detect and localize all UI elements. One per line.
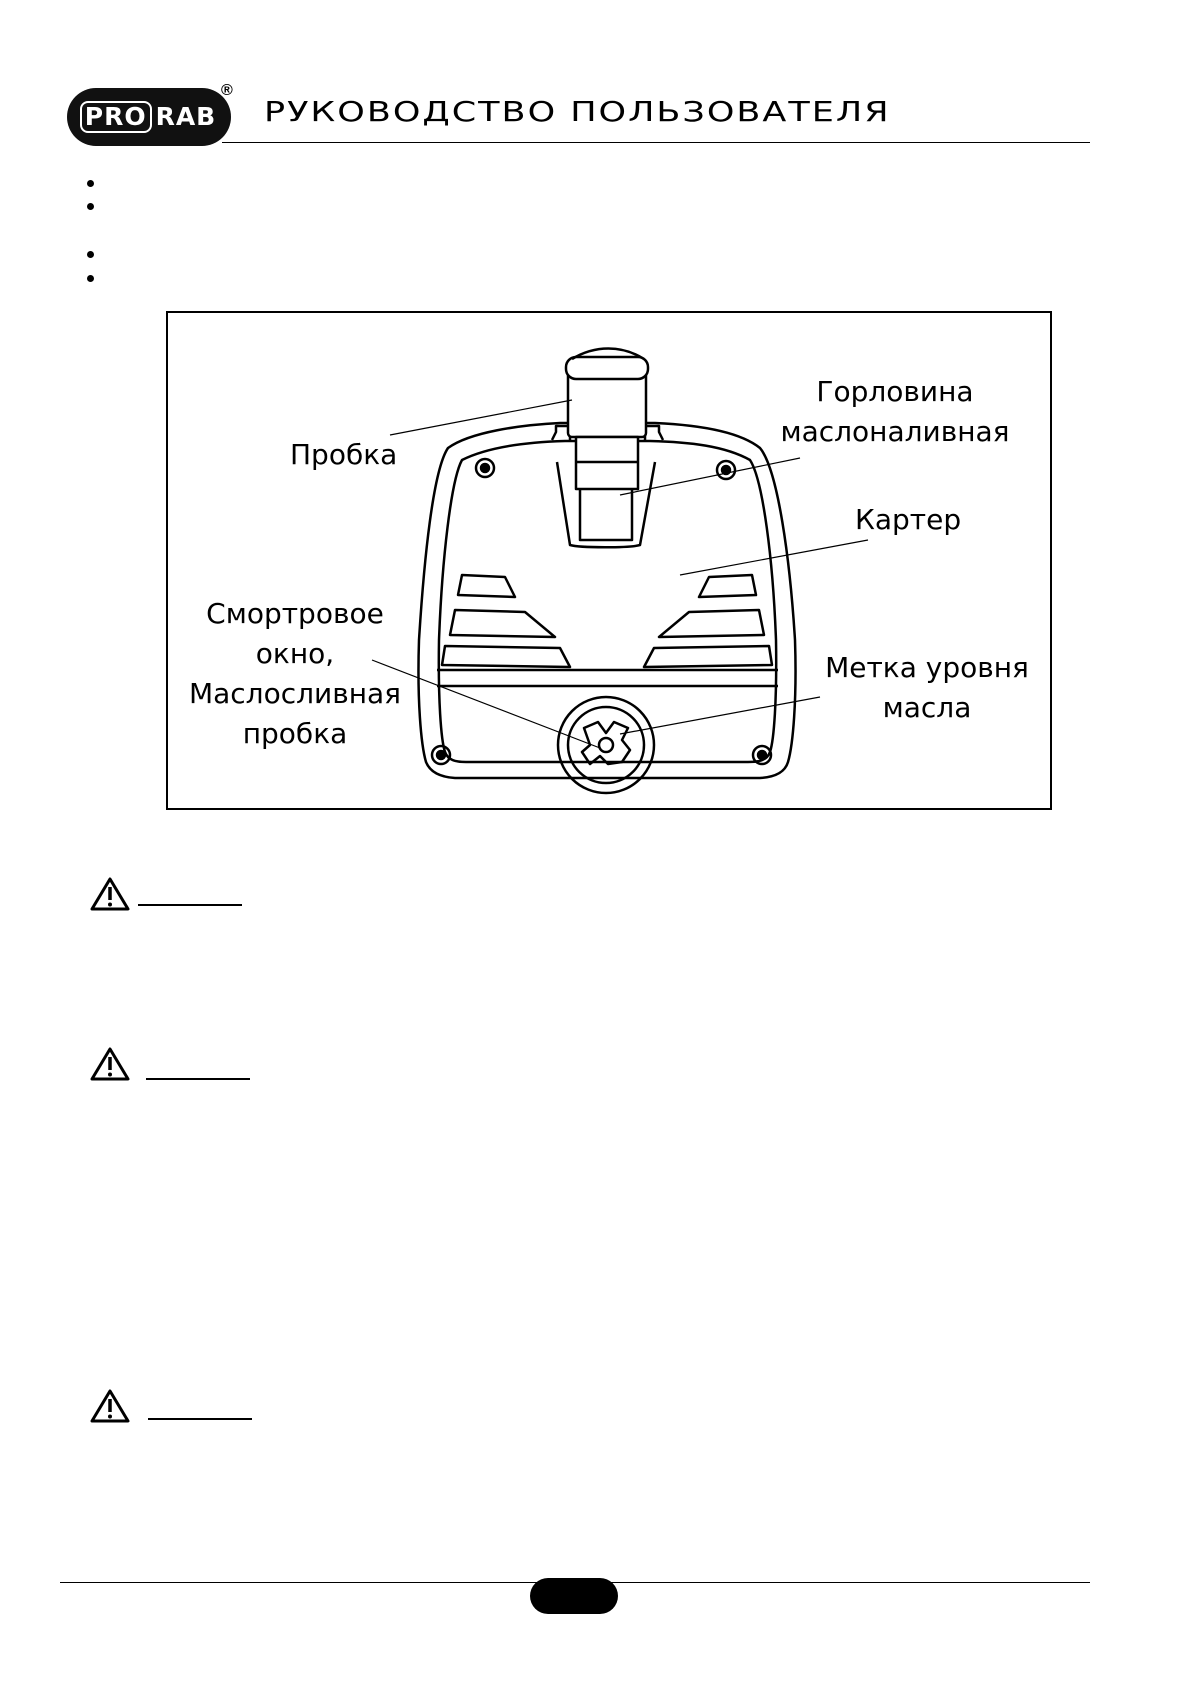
bullet-marker bbox=[87, 251, 94, 258]
warning-triangle-icon bbox=[90, 1389, 130, 1423]
warning-triangle-icon bbox=[90, 877, 130, 911]
label-neck-line1: Горловина bbox=[816, 375, 974, 408]
page-number-badge bbox=[530, 1578, 618, 1614]
registered-mark: ® bbox=[221, 82, 233, 99]
label-level-line2: масла bbox=[882, 691, 972, 724]
header-rule bbox=[222, 142, 1090, 143]
label-window-line4: пробка bbox=[242, 717, 348, 750]
label-window-line2: окно, bbox=[255, 637, 335, 670]
label-window-line1: Смортровое bbox=[206, 597, 384, 630]
warning-heading-underline bbox=[146, 1078, 250, 1080]
prorab-logo: PRO RAB bbox=[67, 88, 231, 146]
logo-pro-text: PRO bbox=[79, 101, 152, 133]
label-window-line3: Маслосливная bbox=[188, 677, 402, 710]
warning-heading-underline bbox=[138, 904, 242, 906]
warning-heading-underline bbox=[148, 1418, 252, 1420]
warning-triangle-icon bbox=[90, 1047, 130, 1081]
bullet-marker bbox=[87, 203, 94, 210]
document-title: РУКОВОДСТВО ПОЛЬЗОВАТЕЛЯ bbox=[264, 96, 891, 128]
label-crankcase: Картер bbox=[855, 503, 962, 536]
bullet-marker bbox=[87, 180, 94, 187]
label-neck-line2: маслоналивная bbox=[780, 415, 1010, 448]
bullet-marker bbox=[87, 275, 94, 282]
label-level-line1: Метка уровня bbox=[825, 651, 1029, 684]
logo-rab-text: RAB bbox=[155, 102, 217, 131]
figure-frame bbox=[166, 311, 1052, 810]
label-plug: Пробка bbox=[290, 438, 398, 471]
